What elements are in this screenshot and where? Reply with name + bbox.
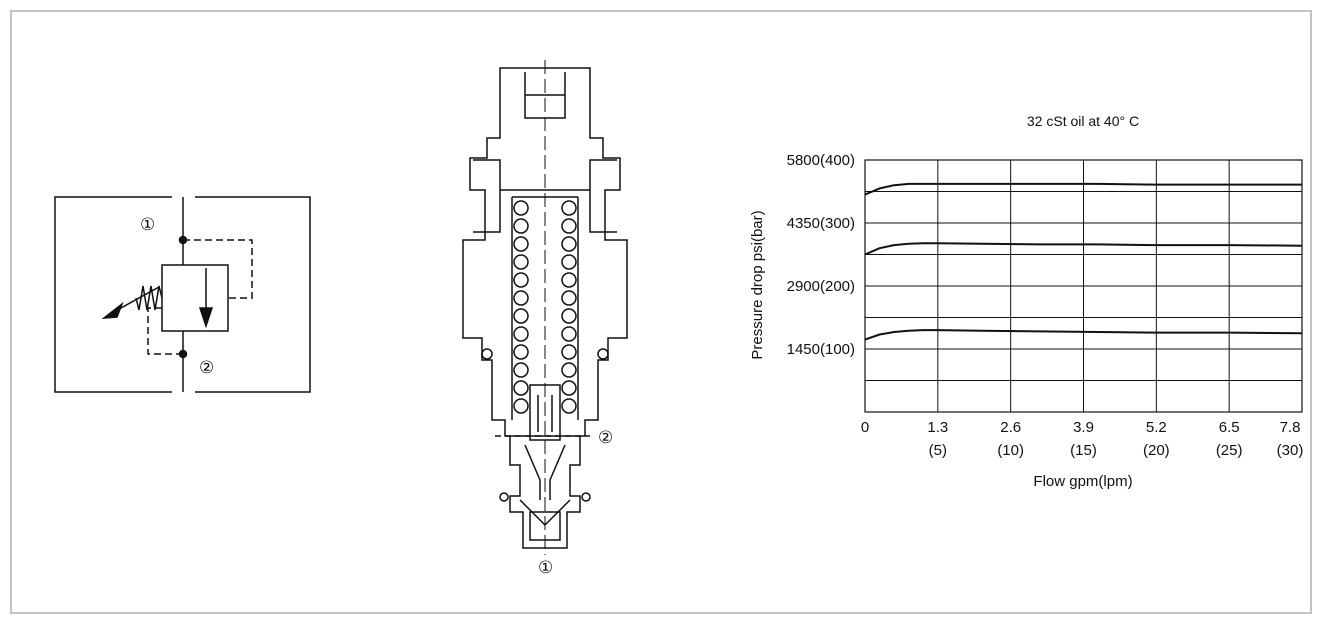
x-tick-label-lpm: (30) [1277,442,1304,459]
x-tick-label: 3.9 [1073,419,1094,436]
junction-dot-lower [178,349,188,359]
series-layer [864,182,1303,341]
oring-left [481,348,493,360]
symbol-port1-label: ① [140,215,155,234]
x-tick-label: 5.2 [1146,419,1167,436]
spring-coils-left [513,200,529,414]
symbol-left-bracket [54,196,172,393]
section-port2-label: ② [598,428,613,447]
hydraulic-symbol [54,196,311,393]
nose-port [529,511,561,541]
adjust-arrow-head [101,301,124,319]
x-tick-label: 2.6 [1000,419,1021,436]
y-tick-label: 5800(400) [787,152,855,169]
x-tick-label: 0 [861,419,869,436]
symbol-port2-label: ② [199,358,214,377]
poppet-inner [537,395,553,432]
spring-coils-right [561,200,577,414]
series-line-3 [864,182,1302,196]
cartridge-section [462,60,628,555]
x-tick-label-lpm: (25) [1216,442,1243,459]
y-tick-label: 1450(100) [787,341,855,358]
x-tick-label-lpm: (15) [1070,442,1097,459]
oring-nose-left [499,492,509,502]
poppet-stem [529,384,561,441]
cartridge-outline-left [462,67,545,549]
x-tick-label-lpm: (20) [1143,442,1170,459]
symbol-right-bracket [195,196,311,393]
x-tick-labels: 0 1.3 (5) 2.6 (10) 3.9 (15) 5.2 (20) 6.5 (25) 7.8 (3… [861,419,1304,459]
performance-chart: 32 cSt oil at 40° C Pressure drop psi(ba… [749,113,1303,490]
plot-frame [864,159,1303,413]
spring-icon [135,285,163,311]
series-line-2 [864,242,1303,256]
spring-chamber-walls [511,197,579,420]
oring-right [597,348,609,360]
x-tick-label: 6.5 [1219,419,1240,436]
x-tick-label: 7.8 [1280,419,1301,436]
x-axis-label: Flow gpm(lpm) [1033,473,1132,490]
y-tick-labels: 1450(100) 2900(200) 4350(300) 5800(400) [787,152,855,358]
y-axis-label: Pressure drop psi(bar) [749,210,766,359]
oring-nose-right [581,492,591,502]
valve-box [161,264,229,332]
x-tick-label-lpm: (10) [997,442,1024,459]
section-port1-label: ① [538,558,553,577]
poppet-cone [524,444,566,500]
chart-title: 32 cSt oil at 40° C [1027,113,1139,129]
y-tick-label: 4350(300) [787,215,855,232]
lock-nut-left [473,159,501,233]
x-tick-label-lpm: (5) [929,442,947,459]
lock-nut-right [589,159,617,233]
figure-frame [10,10,1312,614]
chart-grid [865,160,1302,412]
y-tick-label: 2900(200) [787,278,855,295]
series-line-1 [864,329,1303,341]
x-tick-label: 1.3 [927,419,948,436]
junction-dot-upper [178,235,188,245]
cartridge-outline-right [545,67,628,549]
pilot-line-upper [183,239,253,299]
flow-arrow-head [198,307,214,329]
